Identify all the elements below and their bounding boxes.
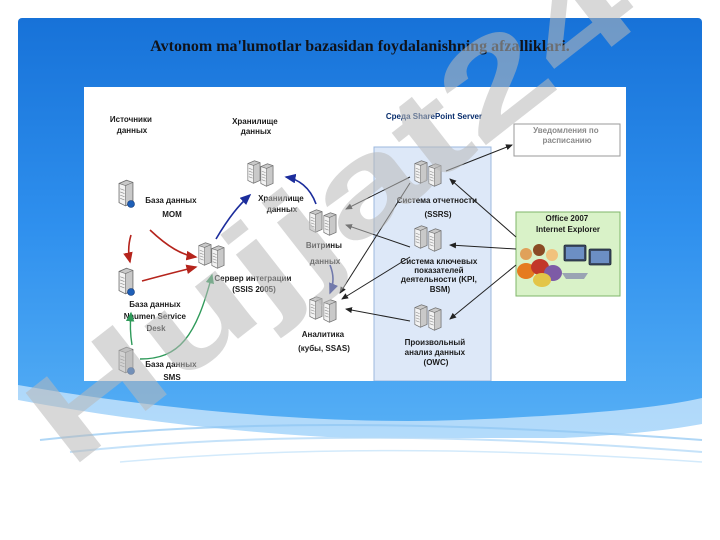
arrow-owc-to-analytics (345, 307, 411, 322)
server-mom-icon (118, 179, 135, 208)
arrow-kpi-to-marts (345, 224, 411, 248)
arrow-clients-to-owc (449, 264, 517, 320)
arrow-sms-to-naumen (125, 311, 135, 346)
users-computers-icon (517, 244, 612, 287)
warehouse-label: Хранилище данных (258, 194, 306, 214)
architecture-diagram: Источники данных Хранилище данных Среда … (84, 87, 626, 381)
sharepoint-panel (373, 146, 492, 381)
server-naumen-icon (118, 267, 135, 296)
storage-header: Хранилище данных (232, 117, 280, 136)
sharepoint-header: Среда SharePoint Server (386, 112, 482, 121)
clients-label: Office 2007 Internet Explorer (536, 214, 600, 234)
arrow-marts-to-warehouse (284, 173, 317, 205)
marts-server-icon (309, 209, 337, 236)
db-naumen-label: База данных Naumen Service Desk (124, 300, 189, 333)
arrow-mom-to-integration (149, 229, 198, 261)
slide-title: Avtonom ma'lumotlar bazasidan foydalanis… (150, 38, 570, 55)
arrow-integration-to-warehouse (215, 193, 252, 240)
reporting-label: Система отчетности (SSRS) (397, 196, 480, 219)
integration-server-icon (198, 242, 225, 269)
arrow-sms-to-integration (139, 273, 214, 360)
arrow-naumen-to-integration (141, 264, 198, 282)
warehouse-server-icon (247, 160, 274, 187)
kpi-label: Система ключевых показателей деятельност… (400, 257, 479, 294)
arrow-clients-to-reporting (449, 178, 517, 238)
integration-label: Сервер интеграции (SSIS 2005) (214, 274, 293, 294)
arrow-clients-to-kpi (449, 242, 517, 250)
arrow-mom-to-naumen (123, 234, 133, 264)
arrow-reporting-to-marts (345, 176, 411, 210)
server-sms-icon (118, 346, 135, 375)
notifications-box (513, 123, 621, 157)
owc-label: Произвольный анализ данных (OWC) (405, 338, 468, 367)
arrow-reporting-to-notifications (445, 144, 513, 172)
arrow-marts-to-analytics (329, 264, 339, 295)
notifications-label: Уведомления по расписанию (533, 126, 601, 145)
analytics-label: Аналитика (кубы, SSAS) (298, 330, 350, 353)
db-mom-label: База данных МОМ (145, 196, 199, 219)
sources-header: Источники данных (110, 115, 154, 135)
arrow-reporting-to-analytics (339, 182, 411, 294)
db-sms-label: База данных SMS (145, 360, 199, 381)
marts-label: Витрины данных (306, 241, 344, 266)
analytics-server-icon (309, 296, 337, 323)
arrow-kpi-to-analytics (341, 256, 411, 300)
